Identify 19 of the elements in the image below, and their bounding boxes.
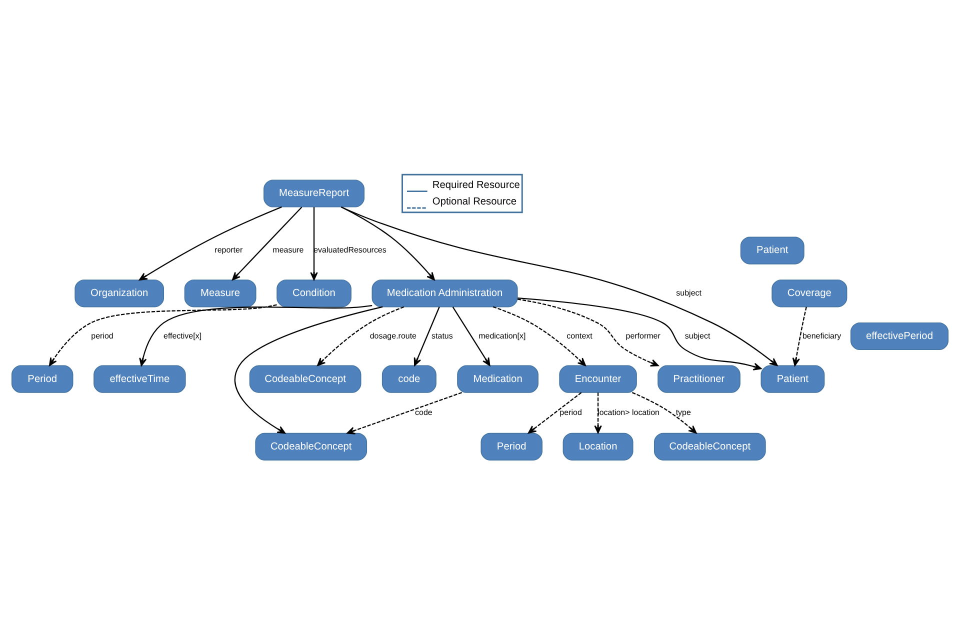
edge-label: type	[676, 407, 691, 416]
edge-label: performer	[626, 330, 660, 340]
edge-label: period	[91, 330, 114, 340]
edge-label: evaluatedResources	[314, 245, 386, 254]
edge-label: location> location	[598, 407, 660, 416]
edge-label: beneficiary	[802, 330, 842, 340]
edge-label: code	[415, 407, 432, 416]
edge-label: dosage.route	[370, 330, 417, 340]
edge-label: effective[x]	[164, 330, 202, 340]
edge-label: medication[x]	[478, 330, 526, 340]
edge-label: context	[566, 330, 592, 340]
edge-label: subject	[684, 330, 710, 340]
edge-label: measure	[272, 245, 304, 254]
edge-label: reporter	[214, 245, 243, 254]
legend-label: Required Resource	[432, 179, 520, 190]
edge-label: status	[432, 330, 453, 340]
edge-label: subject	[676, 288, 702, 297]
legend-label: Optional Resource	[432, 196, 517, 208]
edge-label: period	[560, 407, 582, 416]
